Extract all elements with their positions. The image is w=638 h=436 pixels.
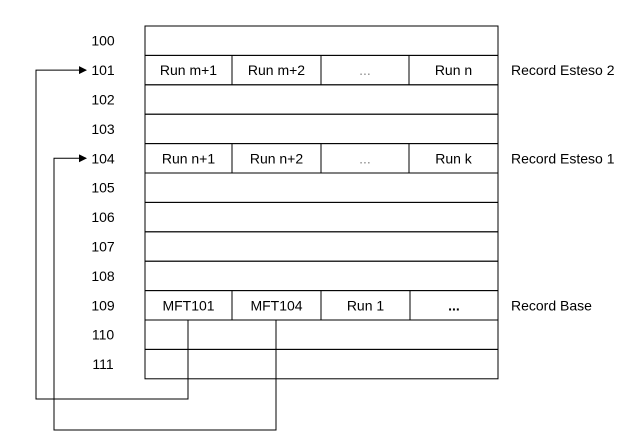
- row-number: 108: [91, 268, 115, 284]
- row-number: 107: [91, 239, 115, 255]
- row-box: [144, 172, 499, 203]
- mft-row-110: 110: [92, 319, 499, 350]
- ellipsis-cell: ...: [359, 62, 371, 78]
- mft-row-100: 100: [91, 25, 499, 56]
- row-box: [144, 84, 499, 115]
- mft-row-104: 104 Run n+1 Run n+2... Run k Record Esteso 1: [91, 143, 615, 174]
- mft-row-102: 102: [91, 84, 499, 115]
- row-box: [144, 260, 499, 292]
- ellipsis-cell: ...: [359, 150, 371, 166]
- row-box: [144, 113, 499, 145]
- row-number: 101: [91, 62, 115, 78]
- run-cell: Run m+2: [248, 62, 305, 78]
- row-number: 105: [91, 180, 115, 196]
- mft-row-108: 108: [91, 260, 499, 292]
- run-cell: Run 1: [347, 297, 385, 313]
- row-box: [144, 319, 499, 350]
- row-number: 111: [92, 356, 113, 372]
- row-number: 109: [91, 297, 115, 313]
- mft-row-109: 109 MFT101 MFT104 Run 1... Record Base: [91, 290, 592, 321]
- mft-row-111: 111: [92, 348, 499, 380]
- row-number: 110: [92, 327, 115, 343]
- row-number: 106: [91, 209, 115, 225]
- record-label: Record Esteso 1: [511, 150, 615, 166]
- record-label: Record Esteso 2: [511, 62, 615, 78]
- record-label: Record Base: [511, 297, 592, 313]
- mft-row-103: 103: [91, 113, 499, 145]
- mft-row-107: 107: [91, 231, 499, 262]
- pointer-arrow-104: [53, 154, 277, 431]
- row-number: 100: [91, 33, 115, 49]
- run-cell: Run k: [435, 150, 473, 166]
- row-box: [144, 25, 499, 56]
- ellipsis-cell: ...: [448, 297, 460, 313]
- pointer-arrow-101: [35, 66, 189, 400]
- row-number: 104: [91, 150, 115, 166]
- mft-row-105: 105: [91, 172, 499, 203]
- row-number: 103: [91, 121, 115, 137]
- mft-row-106: 106: [91, 201, 499, 233]
- run-cell: MFT101: [162, 297, 214, 313]
- run-cell: MFT104: [250, 297, 302, 313]
- run-cell: Run n+2: [250, 150, 304, 166]
- mft-row-101: 101 Run m+1 Run m+2... Run n Record Esteso 2: [91, 54, 615, 86]
- run-cell: Run m+1: [160, 62, 217, 78]
- row-box: [144, 231, 499, 262]
- run-cell: Run n: [435, 62, 472, 78]
- row-number: 102: [91, 92, 115, 108]
- run-cell: Run n+1: [162, 150, 216, 166]
- row-box: [144, 201, 499, 233]
- row-box: [144, 348, 499, 380]
